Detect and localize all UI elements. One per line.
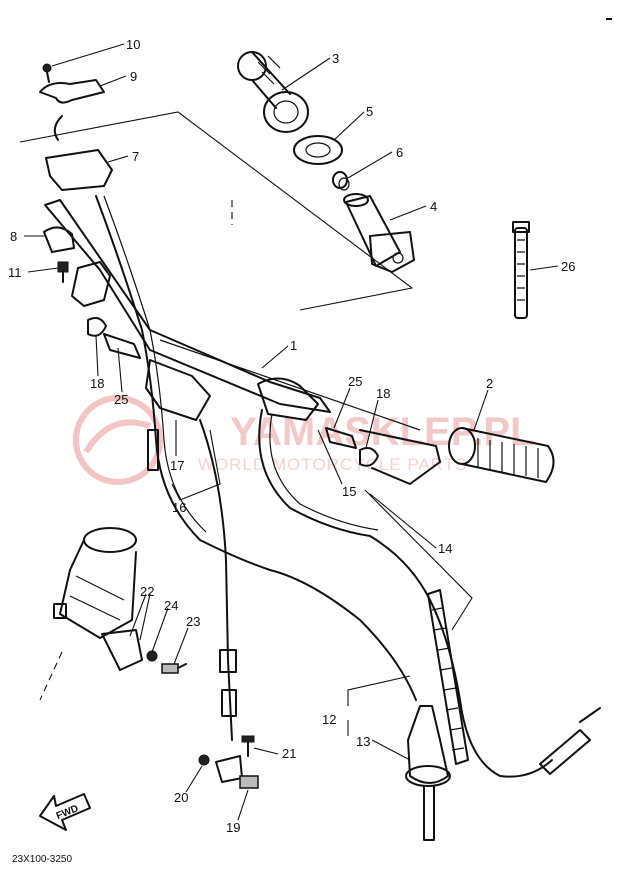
callout-10: 10: [126, 37, 140, 52]
watermark-logo-swoosh: [83, 419, 151, 454]
part-bolt-11: [57, 261, 69, 283]
part-cable-tie-26: [512, 221, 530, 319]
part-washer-5: [293, 135, 343, 165]
part-adjuster-25-left: [103, 333, 141, 359]
group-outline-cables: [364, 489, 473, 631]
part-adjuster-25-right: [325, 427, 357, 449]
callout-2: 2: [486, 376, 493, 391]
callout-21: 21: [282, 746, 296, 761]
part-right-clamp: [257, 377, 319, 421]
part-cable-end: [53, 115, 63, 141]
cable-throttle-outer: [269, 413, 379, 531]
callout-5: 5: [366, 104, 373, 119]
callout-6: 6: [396, 145, 403, 160]
callout-18-left: 18: [90, 376, 104, 391]
cable-main-outer: [103, 195, 207, 533]
diagram-code: 23X100-3250: [12, 854, 72, 865]
axis-line-left: [39, 651, 63, 701]
part-nut-18-right: [359, 447, 379, 467]
callout-1: 1: [290, 338, 297, 353]
part-grip-2: [448, 427, 555, 483]
handlebar-centerline: [159, 339, 421, 431]
part-junction-13: [405, 705, 451, 841]
part-lever-right: [359, 429, 441, 485]
part-collar-6: [332, 171, 350, 191]
cable-throttle-end: [539, 707, 601, 775]
callout-3: 3: [332, 51, 339, 66]
part-screw-23: [161, 663, 187, 674]
part-grip-3: [237, 51, 309, 133]
callout-24: 24: [164, 598, 178, 613]
callout-16: 16: [172, 500, 186, 515]
callout-14: 14: [438, 541, 452, 556]
part-screw-21: [241, 735, 255, 757]
cable-clutch-end: [215, 755, 243, 783]
callout-25-left: 25: [114, 392, 128, 407]
part-throttle-tube-4: [343, 193, 415, 273]
callout-11: 11: [8, 265, 22, 280]
part-nut-18-left: [87, 317, 107, 337]
cable-clutch: [199, 419, 233, 741]
group-outline-throttle: [19, 111, 414, 311]
watermark-logo: [73, 395, 163, 485]
part-handlebar-1: [44, 199, 331, 413]
fwd-label: FWD: [55, 803, 80, 822]
callout-19: 19: [226, 820, 240, 835]
callout-20: 20: [174, 790, 188, 805]
part-housing-17: [145, 359, 211, 421]
cable-throttle-ribs: [431, 607, 465, 751]
callout-23: 23: [186, 614, 200, 629]
corner-mark: [606, 18, 612, 20]
watermark: YAMASKLEP.PL WORLD MOTORCYCLE PARTS: [73, 395, 535, 485]
callout-18-right: 18: [376, 386, 390, 401]
part-pipe-22: [53, 527, 143, 671]
callout-26: 26: [561, 259, 575, 274]
callout-22: 22: [140, 584, 154, 599]
leader-lines: [24, 43, 559, 821]
callout-15: 15: [342, 484, 356, 499]
callout-4: 4: [430, 199, 437, 214]
part-left-clamp: [71, 261, 111, 307]
callouts: 10 9 7 8 11 3 5 6 4 26 1 2 25 18 15 14 1…: [8, 37, 575, 835]
part-bracket-9: [39, 79, 105, 104]
cable-throttle-corrugated: [427, 589, 469, 765]
callout-17: 17: [170, 458, 184, 473]
part-bolt-19: [239, 775, 259, 789]
callout-8: 8: [10, 229, 17, 244]
part-washer-24: [146, 650, 158, 662]
part-holder-7: [45, 149, 113, 191]
part-screw-10: [42, 63, 52, 83]
callout-25-right: 25: [348, 374, 362, 389]
callout-7: 7: [132, 149, 139, 164]
cable-clutch-fittings: [219, 649, 237, 717]
part-washer-20: [198, 754, 210, 766]
callout-9: 9: [130, 69, 137, 84]
fwd-arrow-icon: FWD: [39, 793, 91, 831]
cable-sleeve: [147, 429, 159, 471]
callout-12: 12: [322, 712, 336, 727]
part-bracket-8: [43, 226, 75, 253]
callout-13: 13: [356, 734, 370, 749]
cable-main: [95, 195, 417, 701]
